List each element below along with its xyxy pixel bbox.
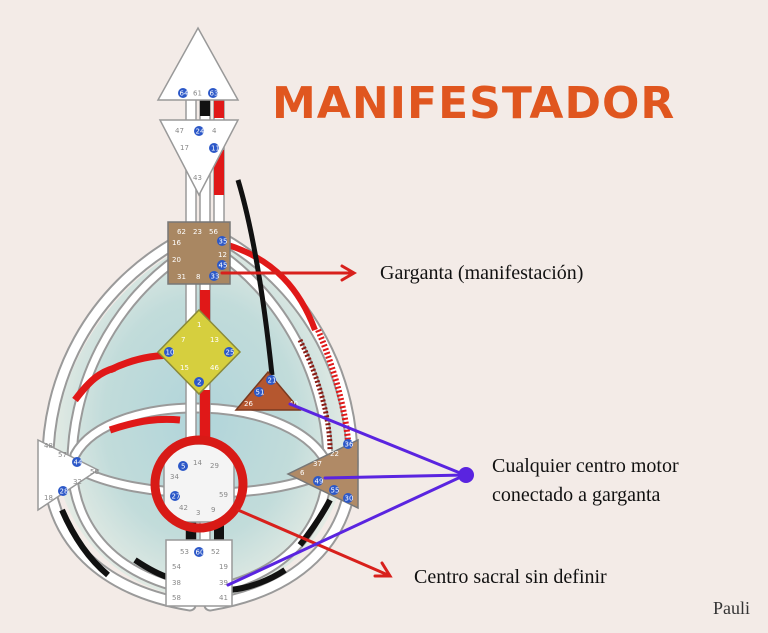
- svg-text:39: 39: [219, 579, 228, 587]
- svg-text:30: 30: [345, 495, 354, 503]
- svg-text:19: 19: [219, 563, 228, 571]
- svg-text:46: 46: [210, 364, 219, 372]
- sacral-label: Centro sacral sin definir: [414, 566, 607, 588]
- svg-text:49: 49: [315, 478, 324, 486]
- throat-center: 62 23 56 16 35 12 20 45 31 8 33: [167, 221, 231, 285]
- svg-text:47: 47: [175, 127, 184, 135]
- motor-connectors: [226, 402, 467, 587]
- sacral-highlight-ring: [150, 435, 248, 533]
- svg-text:33: 33: [211, 273, 220, 281]
- svg-text:58: 58: [172, 594, 181, 602]
- svg-text:50: 50: [90, 468, 99, 476]
- svg-text:62: 62: [177, 228, 186, 236]
- head-center: 64 61 63: [156, 26, 240, 101]
- svg-text:42: 42: [179, 504, 188, 512]
- throat-label: Garganta (manifestación): [380, 262, 584, 284]
- svg-text:26: 26: [244, 400, 253, 408]
- sacral-arrow: [236, 508, 393, 578]
- svg-text:54: 54: [172, 563, 181, 571]
- svg-text:16: 16: [172, 239, 181, 247]
- svg-text:7: 7: [181, 336, 185, 344]
- svg-text:3: 3: [196, 509, 200, 517]
- svg-text:61: 61: [193, 90, 202, 98]
- page-title: MANIFESTADOR: [272, 78, 676, 129]
- throat-arrow: [220, 264, 357, 282]
- svg-text:51: 51: [256, 389, 265, 397]
- svg-text:57: 57: [58, 451, 67, 459]
- svg-text:36: 36: [345, 441, 354, 449]
- svg-text:64: 64: [180, 90, 189, 98]
- svg-text:41: 41: [219, 594, 228, 602]
- svg-text:14: 14: [193, 459, 202, 467]
- svg-text:23: 23: [193, 228, 202, 236]
- svg-text:17: 17: [180, 144, 189, 152]
- svg-text:21: 21: [268, 377, 277, 385]
- svg-text:11: 11: [211, 145, 220, 153]
- svg-text:9: 9: [211, 506, 215, 514]
- solar-plexus-center: 36 22 37 6 49 55 30: [286, 438, 359, 510]
- svg-text:37: 37: [313, 460, 322, 468]
- svg-text:56: 56: [209, 228, 218, 236]
- svg-text:15: 15: [180, 364, 189, 372]
- svg-text:34: 34: [170, 473, 179, 481]
- svg-text:25: 25: [226, 349, 235, 357]
- svg-text:2: 2: [197, 379, 201, 387]
- svg-text:20: 20: [172, 256, 181, 264]
- svg-text:60: 60: [196, 549, 205, 557]
- svg-text:48: 48: [44, 442, 53, 450]
- motor-label-line1: Cualquier centro motor: [492, 455, 679, 477]
- root-center: 53 60 52 54 19 38 39 58 41: [165, 539, 233, 607]
- ajna-center: 47 24 4 17 11 43: [158, 119, 240, 197]
- svg-text:32: 32: [73, 478, 82, 486]
- svg-text:27: 27: [172, 493, 181, 501]
- svg-text:24: 24: [196, 128, 205, 136]
- spleen-center: 48 57 44 50 32 28 18: [37, 438, 100, 512]
- svg-text:52: 52: [211, 548, 220, 556]
- svg-text:55: 55: [331, 487, 340, 495]
- svg-text:13: 13: [210, 336, 219, 344]
- svg-text:29: 29: [210, 462, 219, 470]
- svg-text:38: 38: [172, 579, 181, 587]
- svg-text:6: 6: [300, 469, 305, 477]
- svg-text:8: 8: [196, 273, 200, 281]
- svg-text:45: 45: [219, 262, 228, 270]
- motor-label: Cualquier centro motor conectado a garga…: [492, 452, 679, 510]
- svg-text:5: 5: [181, 463, 185, 471]
- svg-text:4: 4: [212, 127, 217, 135]
- svg-text:28: 28: [60, 488, 69, 496]
- svg-text:43: 43: [193, 174, 202, 182]
- sacral-center: 5 14 29 34 27 59 42 3 9: [163, 443, 235, 523]
- svg-text:1: 1: [197, 321, 201, 329]
- svg-text:59: 59: [219, 491, 228, 499]
- svg-text:44: 44: [74, 459, 83, 467]
- svg-text:18: 18: [44, 494, 53, 502]
- svg-text:10: 10: [166, 349, 175, 357]
- motor-connector-dot: [458, 467, 474, 483]
- svg-text:63: 63: [210, 90, 219, 98]
- svg-text:31: 31: [177, 273, 186, 281]
- svg-text:22: 22: [330, 450, 339, 458]
- g-center: 1 7 13 10 25 15 46 2: [156, 308, 242, 396]
- motor-label-line2: conectado a garganta: [492, 484, 661, 506]
- svg-text:53: 53: [180, 548, 189, 556]
- signature: Pauli: [712, 598, 750, 618]
- svg-text:35: 35: [219, 238, 228, 246]
- svg-text:12: 12: [218, 251, 227, 259]
